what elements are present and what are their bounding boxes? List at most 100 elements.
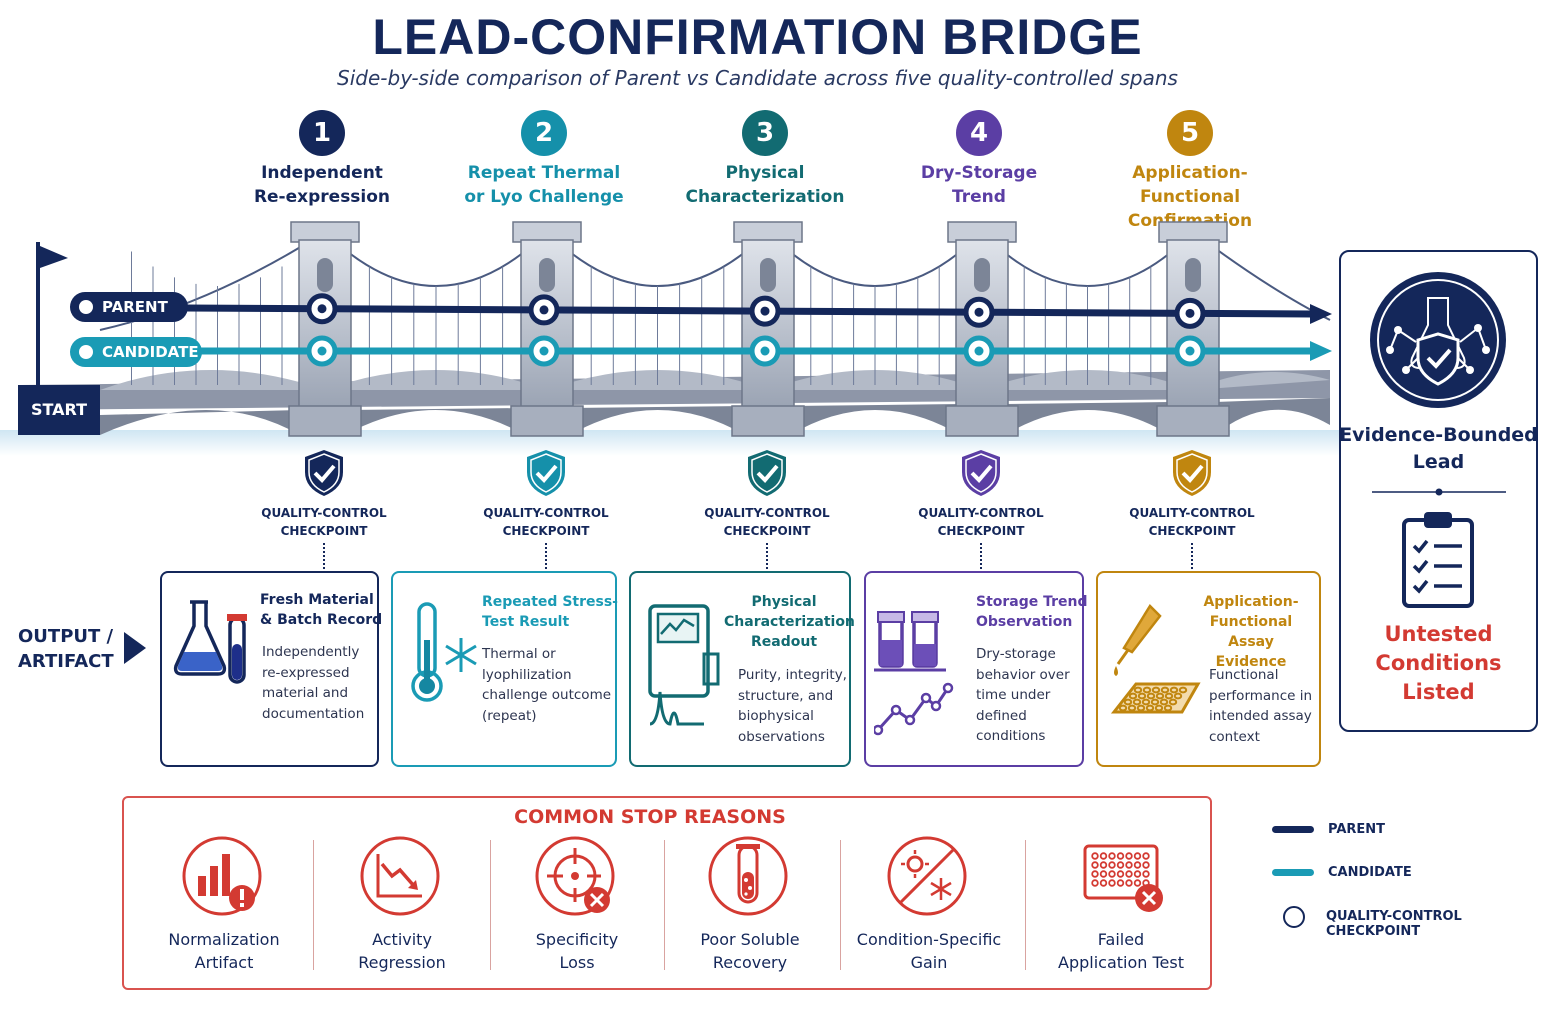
stop-label-line: Artifact xyxy=(194,953,254,972)
card-desc-line: intended assay xyxy=(1209,708,1312,724)
qc-connector xyxy=(980,543,982,569)
qc-label-line: QUALITY-CONTROL xyxy=(918,506,1044,520)
parent-checkpoint-dot xyxy=(317,304,327,314)
clipboard-checklist-icon xyxy=(1402,512,1474,608)
untested-conditions-label: Untested Conditions Listed xyxy=(1339,620,1538,707)
output-arrow-icon xyxy=(124,632,146,664)
qc-label-line: QUALITY-CONTROL xyxy=(704,506,830,520)
final-lead-line: Evidence-Bounded xyxy=(1339,424,1538,446)
stage-number-badge: 4 xyxy=(956,110,1002,156)
qc-label-line: CHECKPOINT xyxy=(937,524,1025,538)
legend-parent-swatch xyxy=(1272,826,1314,833)
card-title-line: Fresh Material xyxy=(260,592,374,608)
shield-check-icon xyxy=(527,450,565,496)
stage-title-line: Independent xyxy=(261,163,383,183)
stop-divider xyxy=(1025,840,1026,970)
legend-candidate-label: CANDIDATE xyxy=(1328,865,1412,880)
stage-number: 4 xyxy=(969,118,989,148)
vials-trend-icon xyxy=(874,611,954,736)
stop-label-line: Condition-Specific xyxy=(856,930,1002,949)
stop-label-line: Application Test xyxy=(1058,953,1184,972)
stage-title-line: Physical xyxy=(725,163,805,183)
stop-label-line: Failed xyxy=(1097,930,1145,949)
output-label-line: OUTPUT / xyxy=(18,626,114,647)
stop-label-line: Poor Soluble xyxy=(700,930,800,949)
stop-reasons-title: COMMON STOP REASONS xyxy=(514,806,786,828)
test-tube-icon xyxy=(708,836,788,916)
parent-lane-text: PARENT xyxy=(102,298,168,316)
legend-checkpoint-icon xyxy=(1283,906,1305,928)
shield-check-icon xyxy=(305,450,343,496)
card-desc-line: challenge outcome xyxy=(482,687,612,703)
card-desc-line: behavior over xyxy=(976,666,1070,683)
flask-shield-icon xyxy=(1370,272,1506,408)
stage-title-line: Trend xyxy=(952,187,1006,207)
parent-checkpoint-dot xyxy=(974,307,984,317)
thermometer-snowflake-icon xyxy=(411,602,477,702)
output-label-line: ARTIFACT xyxy=(18,651,114,672)
card-title-line: Physical xyxy=(751,594,817,610)
declining-chart-icon xyxy=(360,836,440,916)
parent-dot xyxy=(79,300,93,314)
candidate-arrowhead xyxy=(1310,341,1332,361)
bridge-tower xyxy=(510,221,584,437)
card-desc-line: Purity, integrity, xyxy=(738,667,847,683)
stage-title-line: Repeat Thermal xyxy=(467,163,621,183)
untested-line: Untested xyxy=(1384,622,1493,646)
start-flag xyxy=(36,242,68,390)
flask-and-tube-icon xyxy=(173,600,247,684)
card-desc-line: (repeat) xyxy=(482,707,537,724)
card-title-line: Observation xyxy=(976,614,1073,630)
stage-number: 2 xyxy=(534,118,554,148)
card-title-line: & Batch Record xyxy=(260,612,383,628)
card-desc-line: documentation xyxy=(262,705,365,722)
card-desc-line: time under xyxy=(976,687,1051,703)
candidate-lane-label: CANDIDATE xyxy=(70,337,202,367)
final-outcome-box xyxy=(1339,250,1538,732)
page-subtitle: Side-by-side comparison of Parent vs Can… xyxy=(337,66,1178,90)
parent-checkpoint-dot xyxy=(539,305,549,315)
untested-line: Listed xyxy=(1402,680,1475,704)
qc-label-line: CHECKPOINT xyxy=(280,524,368,538)
qc-label-line: CHECKPOINT xyxy=(723,524,811,538)
card-desc-line: structure, and xyxy=(738,687,834,704)
stage-title-line: Dry-Storage xyxy=(920,163,1038,183)
untested-line: Conditions xyxy=(1375,651,1502,675)
qc-label-line: QUALITY-CONTROL xyxy=(1129,506,1255,520)
instrument-chromatogram-icon xyxy=(648,604,720,726)
candidate-checkpoint-dot xyxy=(539,346,549,356)
stage-number-badge: 1 xyxy=(299,110,345,156)
bar-chart-alert-icon xyxy=(182,836,262,916)
candidate-checkpoint-dot xyxy=(760,346,770,356)
card-title-line: Storage Trend xyxy=(976,594,1088,610)
qc-connector xyxy=(323,543,325,569)
qc-connector xyxy=(545,543,547,569)
card-desc-line: material and xyxy=(262,685,349,701)
qc-label-line: CHECKPOINT xyxy=(502,524,590,538)
stage-number-badge: 3 xyxy=(742,110,788,156)
target-x-icon xyxy=(535,836,615,916)
card-desc-line: Independently xyxy=(262,644,360,660)
bridge-towers xyxy=(288,221,1230,437)
card-desc-line: lyophilization xyxy=(482,666,572,683)
parent-arrowhead xyxy=(1310,304,1332,324)
parent-checkpoint-dot xyxy=(1185,308,1195,318)
stop-label-line: Gain xyxy=(910,953,948,972)
output-card-title: Repeated Stress-Test Result xyxy=(482,592,618,632)
stop-divider xyxy=(313,840,314,970)
